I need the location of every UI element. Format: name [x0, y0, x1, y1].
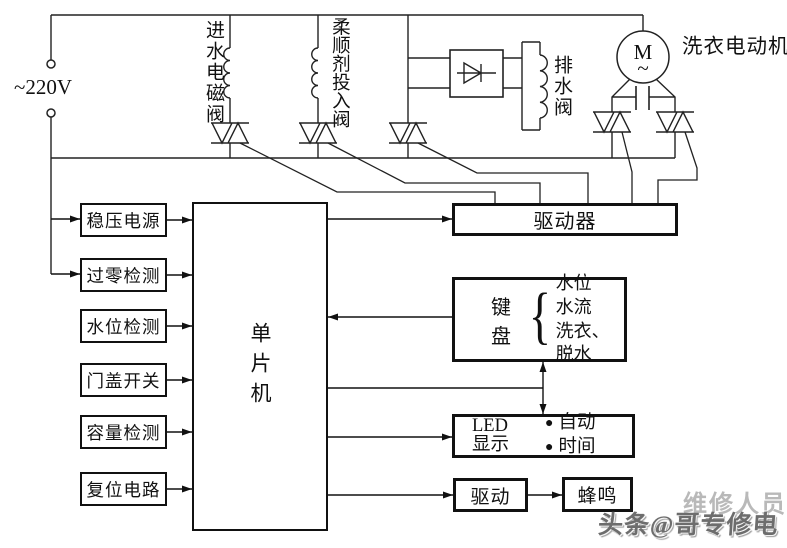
drain-valve-label: 排水阀: [550, 55, 572, 118]
block-label: 门盖开关: [86, 370, 161, 391]
triac-motor-right-icon: [655, 110, 695, 134]
drive-block: 驱动: [453, 478, 528, 512]
inlet-valve-label: 进水电磁阀: [202, 20, 224, 125]
block-label: 复位电路: [86, 479, 161, 500]
motor-circle-icon: [616, 30, 670, 84]
led-line1: LED: [472, 415, 508, 436]
led-display-block: LED 显示 ●自动 ●时间: [452, 412, 635, 459]
motor-m-symbol: M: [633, 40, 653, 64]
triac-gate-wires: [239, 131, 698, 203]
inlet-valve-coil-icon: [223, 47, 231, 99]
block-voltage-regulator: 稳压电源: [80, 203, 167, 237]
led-line2: 显示: [472, 435, 510, 455]
block-reset-circuit: 复位电路: [80, 472, 167, 506]
drive-label: 驱动: [470, 486, 511, 508]
keyboard-label: 键盘: [491, 296, 512, 348]
signal-arrows: [51, 215, 562, 499]
power-bus-wires: [50, 14, 676, 274]
mains-voltage-label: ~220V: [14, 75, 73, 99]
led-name: LED 显示: [472, 415, 510, 456]
block-capacity-detect: 容量检测: [80, 415, 167, 449]
capacitor-icon: [635, 86, 650, 110]
led-mode-label: 自动: [558, 413, 596, 434]
motor-label: 洗衣电动机: [682, 36, 787, 58]
keyboard-content: 键盘 { 水位 水流 洗衣、脱水: [455, 272, 624, 367]
brace-glyph: {: [528, 281, 551, 351]
softener-valve-label: 柔顺剂投入阀: [329, 17, 350, 128]
keyboard-block: 键盘 { 水位 水流 洗衣、脱水: [452, 273, 627, 364]
drain-valve-coil-icon: [539, 54, 548, 119]
watermark-primary: 头条@哥专修电器: [597, 512, 780, 539]
diode-icon: [457, 61, 496, 85]
keyboard-item: 水流: [555, 296, 592, 317]
driver-block: 驱动器: [452, 203, 678, 236]
mcu-block: 单片机: [192, 202, 328, 531]
triac-motor-left-icon: [592, 110, 632, 134]
softener-valve-coil-icon: [311, 47, 319, 99]
led-content: LED 显示 ●自动 ●时间: [455, 412, 632, 459]
keyboard-items: 水位 水流 洗衣、脱水: [556, 272, 624, 367]
motor-wave-symbol: ~: [637, 56, 649, 80]
watermark-secondary: 维修人员: [683, 492, 787, 518]
mcu-label: 单片机: [248, 321, 272, 412]
triac-drain-icon: [388, 121, 428, 145]
terminal-top-icon: [46, 59, 56, 69]
block-label: 水位检测: [86, 316, 161, 337]
buzzer-block: 蜂鸣: [562, 477, 633, 512]
triac-softener-icon: [298, 121, 338, 145]
block-label: 稳压电源: [86, 210, 161, 231]
led-mode-time: ● 时间: [545, 436, 595, 460]
led-modes: ●自动 ●时间: [545, 412, 595, 459]
block-lid-switch: 门盖开关: [80, 363, 167, 397]
bullet-icon: ●: [545, 440, 554, 455]
led-mode-auto: ●自动: [545, 412, 595, 436]
block-label: 过零检测: [86, 265, 161, 286]
triac-inlet-icon: [210, 121, 250, 145]
block-label: 容量检测: [86, 422, 161, 443]
buzzer-label: 蜂鸣: [577, 486, 618, 507]
keyboard-item: 洗衣、脱水: [555, 320, 610, 365]
block-water-level-detect: 水位检测: [80, 309, 167, 343]
bullet-icon: ●: [545, 416, 554, 432]
terminal-bottom-icon: [46, 108, 56, 118]
driver-label: 驱动器: [533, 211, 597, 233]
block-zero-cross-detect: 过零检测: [80, 258, 167, 292]
led-mode-label: 时间: [558, 437, 596, 457]
keyboard-item: 水位: [555, 273, 592, 293]
